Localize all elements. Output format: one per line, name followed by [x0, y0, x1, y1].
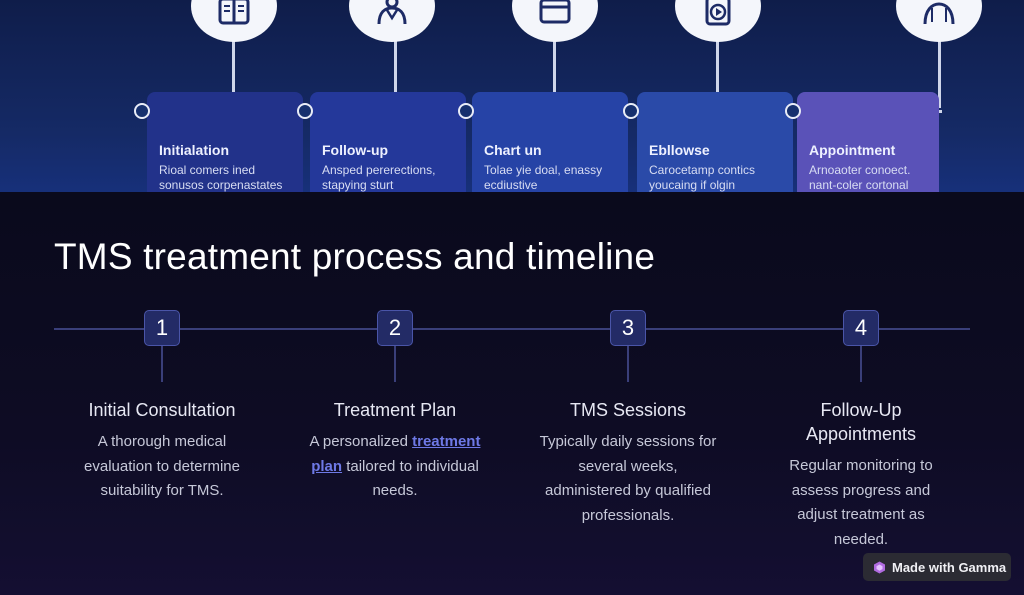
treatment-plan-link[interactable]: treatment plan — [311, 433, 481, 475]
timeline-line — [54, 328, 970, 330]
hero-card-title: Ebllowse — [649, 142, 710, 158]
hero-card-text: Rioal comers ined sonusos corpenastates — [159, 163, 283, 192]
step-title: Treatment Plan — [333, 400, 457, 420]
step-connector — [627, 346, 629, 382]
step-description: A thorough medical evaluation to determi… — [84, 433, 240, 499]
step-description-text: A personalized — [309, 433, 413, 450]
step-number-badge: 2 — [377, 310, 413, 346]
gamma-logo-icon — [874, 561, 885, 573]
step-follow-up-appointments: Follow-Up Appointments Regular monitorin… — [761, 398, 961, 552]
hero-stem — [716, 32, 719, 108]
step-title: Initial Consultation — [88, 400, 236, 420]
step-description: Typically daily sessions for several wee… — [539, 433, 717, 524]
book-icon — [191, 0, 277, 42]
hero-card-title: Initialation — [159, 142, 229, 158]
hero-stem — [938, 32, 941, 108]
hero-card-title: Chart un — [484, 142, 542, 158]
step-number-badge: 3 — [610, 310, 646, 346]
step-description-text: tailored to individual needs. — [342, 457, 479, 500]
step-title: Follow-Up Appointments — [805, 400, 917, 444]
step-tms-sessions: TMS Sessions Typically daily sessions fo… — [528, 398, 728, 528]
step-connector — [860, 346, 862, 382]
video-icon — [675, 0, 761, 42]
badge-label: Made with Gamma — [892, 559, 1007, 575]
hero-card-text: Tolae yie doal, enassy ecdiustive — [484, 163, 603, 192]
folder-icon — [512, 0, 598, 42]
step-initial-consultation: Initial Consultation A thorough medical … — [62, 398, 262, 504]
hero-node — [458, 103, 474, 119]
made-with-gamma-badge[interactable]: Made with Gamma — [863, 553, 1011, 581]
hero-card-text: Ansped pererections, stapying sturt — [322, 163, 436, 192]
hero-card-title: Follow-up — [322, 142, 389, 158]
main-section: TMS treatment process and timeline 1 2 3… — [0, 192, 1024, 595]
hero-node — [785, 103, 801, 119]
step-description: A personalized treatment plan tailored t… — [295, 430, 495, 504]
step-treatment-plan: Treatment Plan A personalized treatment … — [295, 398, 495, 504]
hero-card: Follow-up Ansped pererections, stapying … — [310, 92, 466, 192]
hero-stem — [394, 32, 397, 108]
hero-node — [297, 103, 313, 119]
doctor-icon — [349, 0, 435, 42]
hero-card: Initialation Rioal comers ined sonusos c… — [147, 92, 303, 192]
step-title: TMS Sessions — [569, 400, 687, 420]
hero-stem — [232, 32, 235, 108]
hero-card-text: Arnoaoter conoect. nant-coler cortonal — [809, 163, 911, 192]
hero-card-title: Appointment — [809, 142, 896, 158]
person-icon — [896, 0, 982, 42]
step-connector — [394, 346, 396, 382]
hero-card: Chart un Tolae yie doal, enassy ecdiusti… — [472, 92, 628, 192]
hero-illustration: Initialation Rioal comers ined sonusos c… — [0, 0, 1024, 192]
step-number-badge: 1 — [144, 310, 180, 346]
step-connector — [161, 346, 163, 382]
hero-stem — [553, 32, 556, 108]
hero-card: Appointment Arnoaoter conoect. nant-cole… — [797, 92, 939, 192]
hero-card-text: Carocetamp contics youcaing if olgin — [649, 163, 756, 192]
step-number-badge: 4 — [843, 310, 879, 346]
page-title: TMS treatment process and timeline — [54, 236, 656, 277]
hero-card: Ebllowse Carocetamp contics youcaing if … — [637, 92, 793, 192]
hero-node — [134, 103, 150, 119]
step-description: Regular monitoring to assess progress an… — [789, 457, 933, 548]
hero-node — [623, 103, 639, 119]
